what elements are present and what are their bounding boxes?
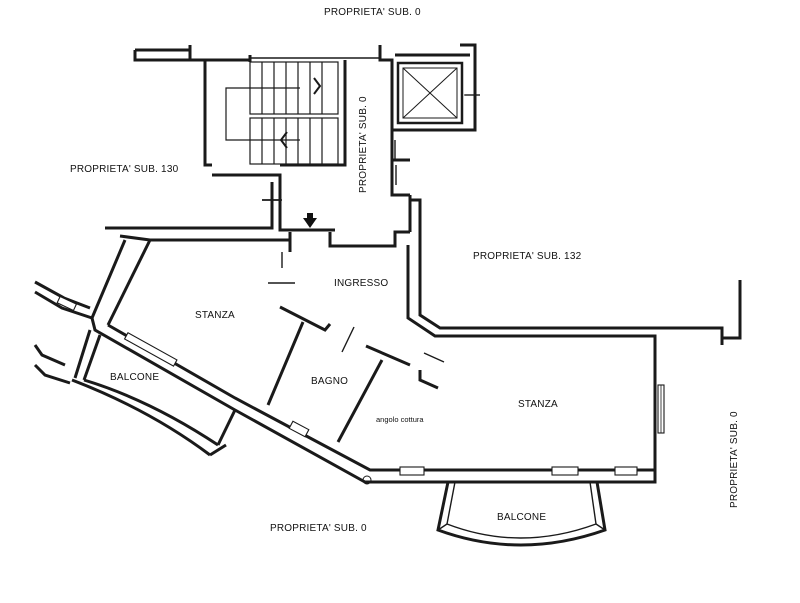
interior-walls xyxy=(266,252,445,443)
label-prop-top: PROPRIETA' SUB. 0 xyxy=(324,7,421,18)
label-balcone-bottom: BALCONE xyxy=(497,512,546,523)
label-angolo-cottura: angolo cottura xyxy=(376,415,424,424)
stair-chevron-right-icon xyxy=(313,77,322,95)
elevator-shaft-icon xyxy=(396,61,476,125)
apartment-walls xyxy=(90,182,742,484)
label-prop-right: PROPRIETA' SUB. 0 xyxy=(729,411,740,508)
ticks xyxy=(262,94,480,201)
label-bagno: BAGNO xyxy=(311,376,348,387)
entrance-arrow-icon xyxy=(303,218,317,228)
stair-chevron-left-icon xyxy=(279,131,288,149)
balcony-left xyxy=(33,280,237,457)
balcony-bottom xyxy=(362,475,607,547)
label-balcone-left: BALCONE xyxy=(110,372,159,383)
label-prop-stair: PROPRIETA' SUB. 0 xyxy=(358,96,369,193)
label-stanza-left: STANZA xyxy=(195,310,235,321)
stair-block xyxy=(133,43,477,232)
label-ingresso: INGRESSO xyxy=(334,278,388,289)
label-stanza-right: STANZA xyxy=(518,399,558,410)
label-prop-132: PROPRIETA' SUB. 132 xyxy=(473,251,582,262)
stair-flight-lower xyxy=(249,117,339,165)
label-prop-bottom: PROPRIETA' SUB. 0 xyxy=(270,523,367,534)
label-prop-130: PROPRIETA' SUB. 130 xyxy=(70,164,179,175)
